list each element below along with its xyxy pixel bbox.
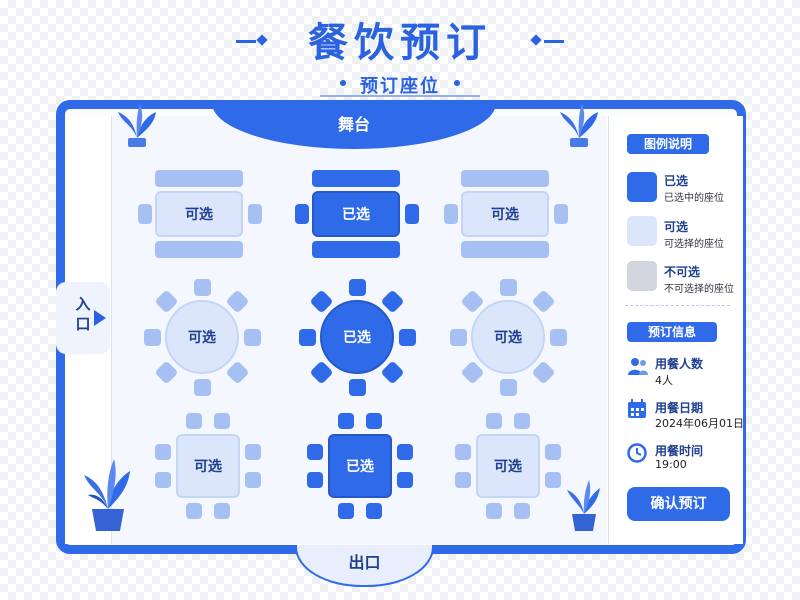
legend-desc-selected: 已选中的座位 — [664, 193, 724, 204]
table-rect-3-chair-right[interactable] — [554, 204, 568, 224]
legend-swatch-unavailable — [627, 261, 657, 291]
table-rect-2-chair-left[interactable] — [295, 204, 309, 224]
square-table-3-chair[interactable] — [455, 472, 471, 488]
exit: 出口 — [295, 545, 434, 587]
round-table-3-chair[interactable] — [549, 328, 567, 346]
table-rect-3[interactable]: 可选 — [461, 191, 549, 237]
square-table-2-chair[interactable] — [397, 472, 413, 488]
plant-icon-top-right — [560, 104, 598, 147]
entrance: 入口 — [56, 282, 110, 354]
legend-title: 图例说明 — [627, 134, 709, 154]
table-rect-3-chairs-top[interactable] — [461, 170, 549, 187]
table-square-3[interactable]: 可选 — [476, 434, 540, 498]
table-rect-2-chair-right[interactable] — [405, 204, 419, 224]
square-table-2-chair[interactable] — [307, 472, 323, 488]
clock-icon — [627, 443, 647, 463]
plant-icon-bottom-left — [84, 459, 130, 531]
round-table-1-chair[interactable] — [193, 278, 211, 296]
round-table-3-chair[interactable] — [499, 378, 517, 396]
title-decoration-right — [544, 40, 564, 43]
round-table-1-chair[interactable] — [143, 328, 161, 346]
square-table-3-chair[interactable] — [514, 413, 530, 429]
square-table-1-chair[interactable] — [186, 503, 202, 519]
calendar-icon — [628, 399, 646, 418]
people-icon — [628, 358, 648, 375]
table-rect-1-chair-left[interactable] — [138, 204, 152, 224]
legend-label-selected: 已选 — [664, 174, 689, 188]
date-value[interactable]: 2024年06月01日 — [655, 417, 744, 430]
legend-swatch-selected — [627, 172, 657, 202]
round-table-1-chair[interactable] — [193, 378, 211, 396]
table-rect-2-chairs-top[interactable] — [312, 170, 400, 187]
round-table-3-chair[interactable] — [499, 278, 517, 296]
subtitle-underline — [320, 95, 480, 97]
legend-desc-available: 可选择的座位 — [664, 239, 724, 250]
table-rect-1-chair-right[interactable] — [248, 204, 262, 224]
square-table-3-chair[interactable] — [486, 503, 502, 519]
square-table-1-chair[interactable] — [245, 472, 261, 488]
booking-info-title: 预订信息 — [627, 322, 717, 342]
round-table-2-chair[interactable] — [348, 278, 366, 296]
square-table-1-chair[interactable] — [155, 472, 171, 488]
round-table-3-chair[interactable] — [449, 328, 467, 346]
round-table-2-chair[interactable] — [348, 378, 366, 396]
square-table-2-chair[interactable] — [366, 503, 382, 519]
square-table-1-chair[interactable] — [155, 444, 171, 460]
square-table-1-chair[interactable] — [245, 444, 261, 460]
table-rect-2-chairs-bottom[interactable] — [312, 241, 400, 258]
round-table-2-chair[interactable] — [298, 328, 316, 346]
square-table-3-chair[interactable] — [545, 472, 561, 488]
time-label: 用餐时间 — [655, 444, 704, 458]
sidebar-divider — [625, 305, 730, 306]
page-title: 餐饮预订 — [308, 20, 492, 66]
table-rect-3-chair-left[interactable] — [444, 204, 458, 224]
square-table-1-chair[interactable] — [186, 413, 202, 429]
table-rect-3-chairs-bottom[interactable] — [461, 241, 549, 258]
table-round-3[interactable]: 可选 — [471, 300, 545, 374]
subtitle-dot-right — [454, 80, 460, 86]
square-table-3-chair[interactable] — [514, 503, 530, 519]
entrance-arrow-icon — [94, 310, 106, 326]
square-table-2-chair[interactable] — [338, 413, 354, 429]
time-value[interactable]: 19:00 — [655, 458, 687, 471]
square-table-3-chair[interactable] — [486, 413, 502, 429]
table-rect-1-chairs-top[interactable] — [155, 170, 243, 187]
table-rect-2[interactable]: 已选 — [312, 191, 400, 237]
party-size-value[interactable]: 4人 — [655, 374, 673, 387]
table-rect-1[interactable]: 可选 — [155, 191, 243, 237]
plant-icon-bottom-right — [567, 480, 600, 531]
round-table-1-chair[interactable] — [243, 328, 261, 346]
table-round-1[interactable]: 可选 — [165, 300, 239, 374]
table-rect-1-chairs-bottom[interactable] — [155, 241, 243, 258]
legend-label-available: 可选 — [664, 220, 689, 234]
square-table-1-chair[interactable] — [214, 413, 230, 429]
subtitle-dot-left — [340, 80, 346, 86]
square-table-2-chair[interactable] — [397, 444, 413, 460]
table-round-2[interactable]: 已选 — [320, 300, 394, 374]
square-table-2-chair[interactable] — [307, 444, 323, 460]
round-table-2-chair[interactable] — [398, 328, 416, 346]
legend-desc-unavailable: 不可选择的座位 — [664, 284, 734, 295]
table-square-2[interactable]: 已选 — [328, 434, 392, 498]
legend-swatch-available — [627, 216, 657, 246]
title-decoration-left — [236, 40, 256, 43]
date-label: 用餐日期 — [655, 401, 704, 415]
square-table-1-chair[interactable] — [214, 503, 230, 519]
square-table-3-chair[interactable] — [455, 444, 471, 460]
table-square-1[interactable]: 可选 — [176, 434, 240, 498]
entrance-label: 入口 — [75, 295, 91, 333]
legend-label-unavailable: 不可选 — [664, 265, 701, 279]
page-subtitle: 预订座位 — [360, 76, 440, 97]
square-table-2-chair[interactable] — [338, 503, 354, 519]
party-size-label: 用餐人数 — [655, 357, 704, 371]
confirm-booking-button[interactable]: 确认预订 — [627, 487, 730, 521]
plant-icon-top-left — [118, 104, 156, 147]
square-table-2-chair[interactable] — [366, 413, 382, 429]
square-table-3-chair[interactable] — [545, 444, 561, 460]
